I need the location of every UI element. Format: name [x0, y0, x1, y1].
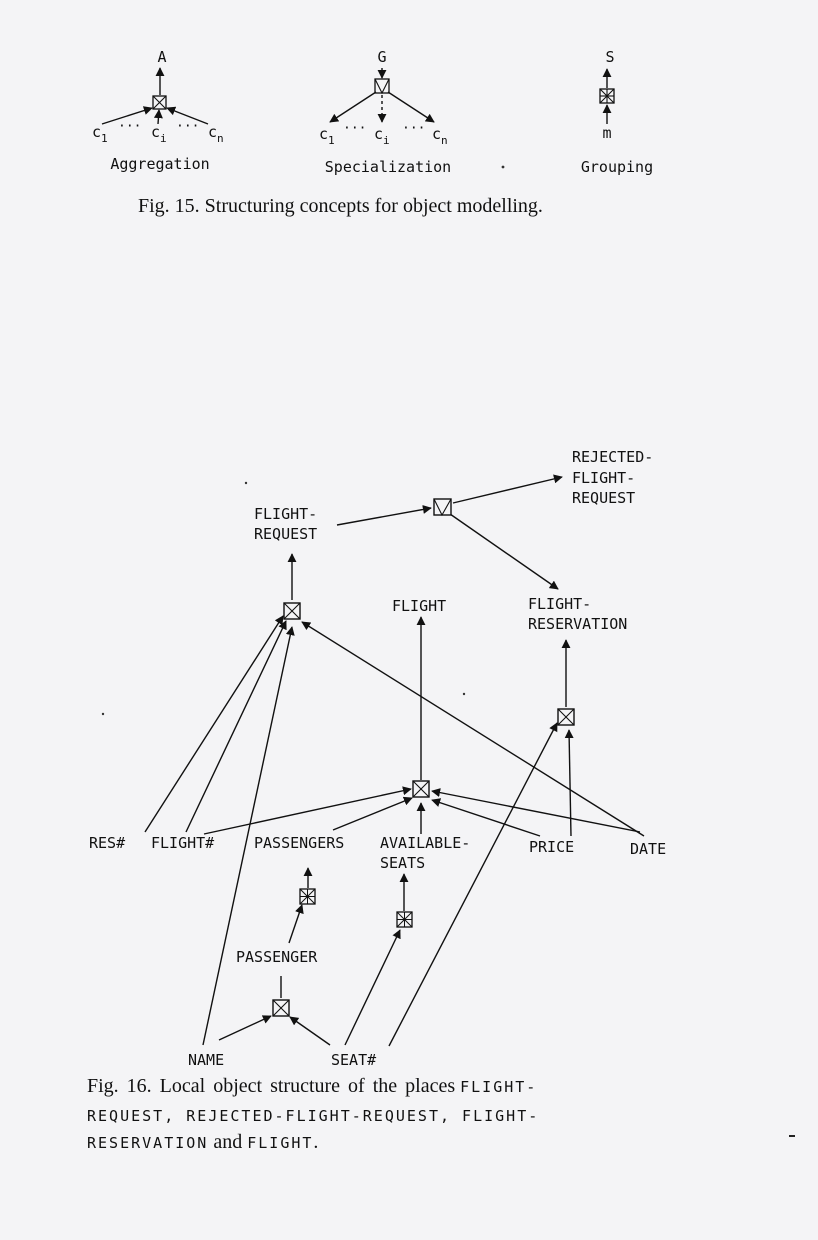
label-flight: FLIGHT [392, 597, 446, 615]
fig16-caption-line3: RESERVATION and FLIGHT. [87, 1131, 318, 1154]
edge-resno-agg1 [144, 615, 284, 833]
aggregation-node [152, 95, 167, 110]
aggregation-arrow-c1 [101, 106, 153, 125]
grouping-top-label: S [605, 48, 614, 66]
speck [501, 165, 505, 169]
edge-price-agg3 [564, 729, 574, 837]
fig16-caption-and: and [208, 1131, 248, 1153]
fig16-caption-line1: Fig. 16. Local object structure of the p… [87, 1075, 537, 1098]
speck [244, 481, 248, 485]
label-passengers: PASSENGERS [254, 834, 344, 852]
aggregation-cn: cn [208, 123, 224, 145]
fig15-aggregation: A c1 ··· ci ··· cn Aggregation [92, 48, 224, 173]
fig16-group-node-seats [396, 911, 413, 928]
aggregation-top-label: A [157, 48, 166, 66]
specialization-top-label: G [377, 48, 386, 66]
fig16-agg-node-reservation [557, 708, 575, 726]
aggregation-dots-right: ··· [176, 119, 199, 134]
label-date: DATE [630, 840, 666, 858]
aggregation-dots-left: ··· [118, 119, 141, 134]
specialization-arrow-cn [387, 91, 435, 123]
edge-flightrequest-spec [336, 505, 432, 526]
label-name: NAME [188, 1051, 224, 1069]
speck [101, 712, 105, 716]
fig16-caption-term4: FLIGHT [247, 1134, 314, 1152]
fig16-labels: FLIGHT- REQUEST REJECTED- FLIGHT- REQUES… [89, 448, 666, 1069]
grouping-caption: Grouping [581, 158, 653, 176]
edge-passengers-agg2 [332, 796, 413, 831]
label-passenger: PASSENGER [236, 948, 318, 966]
edge-seatno-group2 [344, 929, 401, 1046]
grouping-node [599, 88, 615, 104]
edge-date-agg2 [431, 788, 641, 833]
aggregation-ci: ci [151, 123, 167, 145]
aggregation-arrow-ci [153, 109, 163, 125]
edge-spec-reservation [449, 513, 559, 590]
specialization-ci: ci [374, 125, 390, 147]
edge-date-agg1 [301, 621, 645, 837]
edge-seatno-agg3 [388, 722, 558, 1047]
specialization-arrow-c1 [329, 91, 377, 123]
fig16-agg-node-flight-request [283, 602, 301, 620]
fig16-agg-node-flight [412, 780, 430, 798]
label-flight-request-2: REQUEST [254, 525, 317, 543]
aggregation-arrow-cn [166, 106, 209, 125]
label-res-no: RES# [89, 834, 125, 852]
fig15-caption: Fig. 15. Structuring concepts for object… [138, 195, 543, 217]
edge-spec-rejected [452, 474, 563, 504]
fig15-grouping: S m Grouping [581, 48, 653, 176]
label-flight-no: FLIGHT# [151, 834, 214, 852]
specialization-c1: c1 [319, 125, 335, 147]
edge-name-agg1 [202, 626, 295, 1046]
fig16-caption-end: . [313, 1131, 319, 1153]
label-reservation-2: RESERVATION [528, 615, 627, 633]
fig16-edges [144, 474, 645, 1047]
fig16-spec-node [433, 498, 452, 517]
specialization-node [374, 78, 390, 95]
fig16-caption-prefix: Fig. 16. Local object structure of the p… [87, 1075, 456, 1097]
speck [789, 1135, 795, 1137]
label-flight-request-1: FLIGHT- [254, 505, 317, 523]
fig16-caption-line2: REQUEST, REJECTED-FLIGHT-REQUEST, FLIGHT… [87, 1107, 540, 1125]
aggregation-caption: Aggregation [110, 155, 209, 173]
fig16-caption-term3: RESERVATION [87, 1134, 209, 1152]
edge-flightno-agg1 [185, 620, 287, 833]
label-rejected-3: REQUEST [572, 489, 635, 507]
edge-name-agg4 [218, 1015, 272, 1041]
specialization-caption: Specialization [325, 158, 451, 176]
fig16-group-node-passengers [299, 888, 316, 905]
edge-passenger-group1 [288, 904, 304, 944]
label-price: PRICE [529, 838, 574, 856]
speck [462, 692, 466, 696]
label-reservation-1: FLIGHT- [528, 595, 591, 613]
edge-flightno-agg2 [203, 786, 412, 835]
fig15-specialization: G c1 ··· ci ··· cn Specialization [319, 48, 451, 176]
specialization-dots-left: ··· [343, 121, 366, 136]
fig16-caption-term1: FLIGHT- [460, 1078, 538, 1096]
edge-price-agg2 [431, 798, 541, 837]
fig16-agg-node-passenger [272, 999, 290, 1017]
specialization-cn: cn [432, 125, 448, 147]
grouping-bottom-label: m [602, 124, 611, 142]
specialization-dots-right: ··· [402, 121, 425, 136]
label-rejected-1: REJECTED- [572, 448, 653, 466]
label-seat-no: SEAT# [331, 1051, 376, 1069]
label-rejected-2: FLIGHT- [572, 469, 635, 487]
aggregation-c1: c1 [92, 123, 108, 145]
edge-seatno-agg4 [289, 1016, 331, 1046]
label-available-seats-1: AVAILABLE- [380, 834, 470, 852]
label-available-seats-2: SEATS [380, 854, 425, 872]
